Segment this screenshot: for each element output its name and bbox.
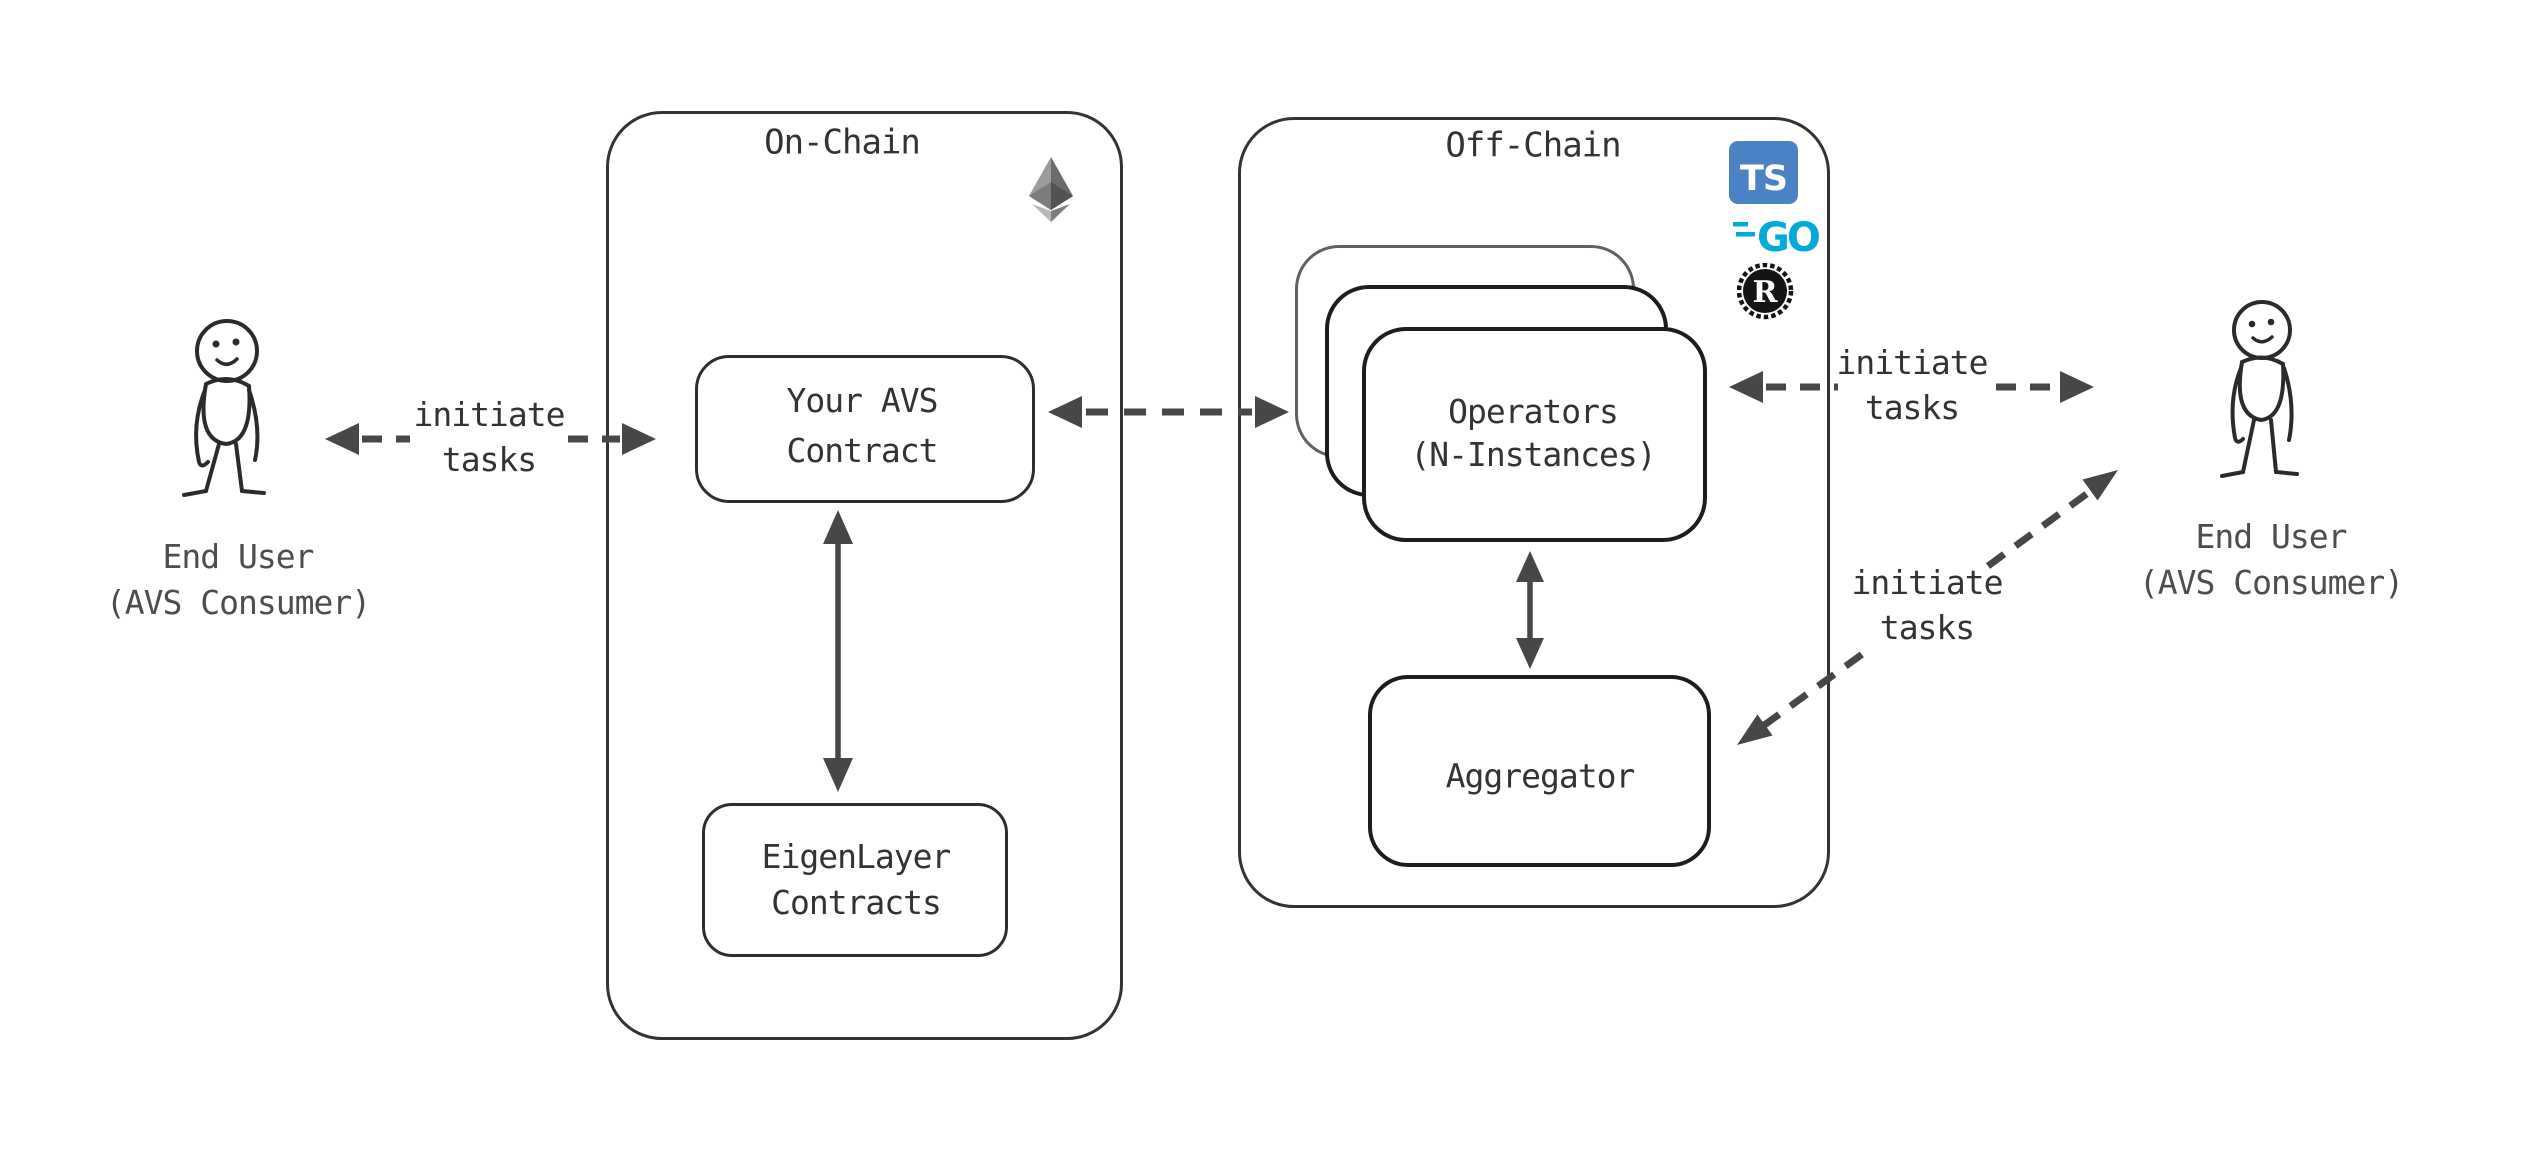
initiate-tasks-label-right: initiate tasks xyxy=(1836,340,1989,430)
aggregator-label: Aggregator xyxy=(1445,756,1636,796)
initiate-tasks-label-diagonal: initiate tasks xyxy=(1851,560,2004,650)
on-chain-title: On-Chain xyxy=(764,122,921,163)
your-avs-contract-node xyxy=(695,355,1035,503)
initiate-tasks-label-left: initiate tasks xyxy=(413,392,566,482)
end-user-left-label: End User (AVS Consumer) xyxy=(105,534,371,626)
initiate-diagonal-line1: initiate xyxy=(1851,563,2004,602)
your-avs-contract-line2: Contract xyxy=(786,431,939,470)
initiate-left-line1: initiate xyxy=(413,395,566,434)
end-user-left-figure xyxy=(182,319,266,497)
eigenlayer-contracts-node xyxy=(702,803,1008,957)
aggregator-node xyxy=(1368,675,1711,867)
eigenlayer-contracts-label: EigenLayer Contracts xyxy=(761,834,952,926)
initiate-diagonal-line2: tasks xyxy=(1879,608,1975,647)
end-user-right-role: (AVS Consumer) xyxy=(2138,563,2404,602)
operators-line1: Operators xyxy=(1448,392,1619,431)
end-user-right-label: End User (AVS Consumer) xyxy=(2138,514,2404,606)
typescript-icon: TS xyxy=(1729,141,1798,204)
end-user-left-name: End User xyxy=(162,537,315,576)
off-chain-title: Off-Chain xyxy=(1445,125,1621,166)
typescript-icon-text: TS xyxy=(1739,159,1788,199)
initiate-left-line2: tasks xyxy=(441,440,537,479)
end-user-right-figure xyxy=(2220,300,2299,478)
end-user-right-name: End User xyxy=(2195,517,2348,556)
operators-node xyxy=(1362,327,1707,542)
end-user-left-role: (AVS Consumer) xyxy=(105,583,371,622)
operators-label: Operators (N-Instances) xyxy=(1410,390,1656,476)
your-avs-contract-label: Your AVS Contract xyxy=(786,376,939,476)
initiate-right-line1: initiate xyxy=(1836,343,1989,382)
initiate-right-line2: tasks xyxy=(1864,388,1960,427)
your-avs-contract-line1: Your AVS xyxy=(786,381,939,420)
eigenlayer-line2: Contracts xyxy=(771,883,942,922)
operators-line2: (N-Instances) xyxy=(1410,435,1656,474)
eigenlayer-line1: EigenLayer xyxy=(761,837,952,876)
